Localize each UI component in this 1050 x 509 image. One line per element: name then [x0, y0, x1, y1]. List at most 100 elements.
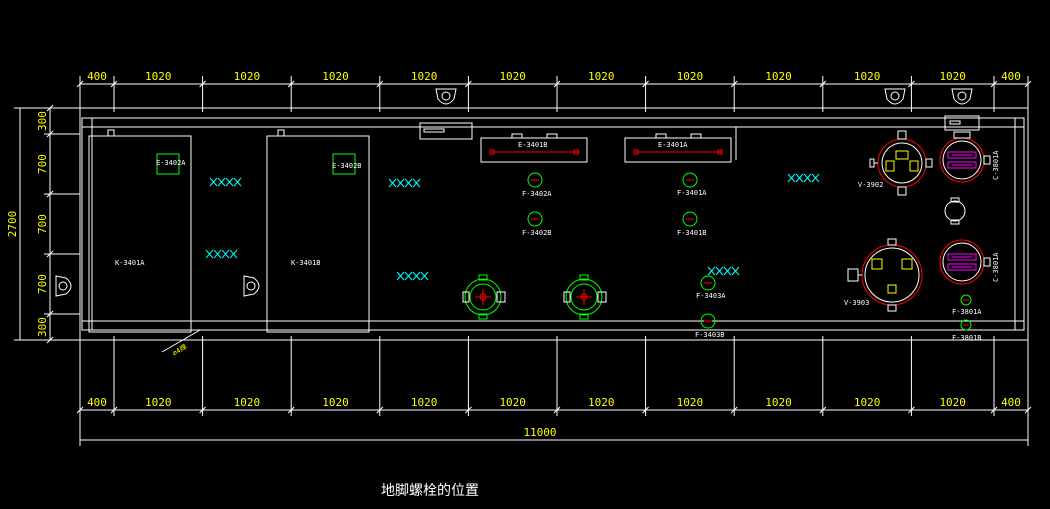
bottom-dim-slash [642, 406, 649, 414]
top-dim-slash [76, 80, 84, 88]
anchor-bolt-mark [396, 178, 405, 188]
top-dim-label: 1020 [411, 70, 438, 83]
left-dim-slash [46, 130, 54, 138]
anchor-bolt-mark [233, 177, 242, 187]
filter-f3401a: F-3401A [677, 172, 707, 197]
top-dim-slash [819, 80, 827, 88]
drawing-caption: 地脚螺栓的位置 [381, 483, 479, 499]
anchor-bolt-mark [388, 178, 397, 188]
anchor-bolt-mark [213, 249, 222, 259]
left-dim-slash [46, 336, 54, 344]
left-dim-label: 300 [36, 111, 49, 131]
column-c3801a: C-3801A [939, 115, 1000, 183]
filter-f3402b: F-3402B [522, 211, 552, 237]
anchor-bolt-mark [723, 266, 732, 276]
bottom-dim-slash [730, 406, 738, 414]
weld-label: ∅4焊 [171, 342, 189, 358]
junction-box [419, 122, 473, 140]
tag-c3801b: C-3801A [992, 252, 1000, 282]
left-dim-slash [46, 250, 54, 258]
compressor-k3401a: E-3402A K-3401A [88, 129, 192, 333]
top-dim-slash [376, 80, 384, 88]
bottom-dim-label: 1020 [854, 396, 881, 409]
top-dim-slash [465, 80, 472, 88]
overall-width-dimension: 11000 [79, 410, 1029, 446]
anchor-bolt-mark [787, 173, 796, 183]
filter-f3801b: F-3801B [952, 319, 982, 342]
tag-e3402b: E-3402B [332, 162, 362, 170]
anchor-bolt-mark [803, 173, 812, 183]
left-dim-label: 700 [36, 154, 49, 174]
bottom-dim-slash [199, 406, 206, 414]
anchor-bolt-mark [404, 271, 413, 281]
bottom-dim-slash [553, 406, 561, 414]
top-dim-label: 1020 [765, 70, 792, 83]
overall-width-label: 11000 [523, 426, 556, 439]
instrument-between-columns [944, 197, 966, 225]
lifting-lug-top-3 [951, 88, 973, 105]
lifting-lug-mid [243, 275, 260, 297]
left-dim-slash [46, 104, 54, 112]
left-dim-label: 300 [36, 317, 49, 337]
anchor-bolt-marks [205, 173, 820, 281]
bottom-dim-label: 1020 [765, 396, 792, 409]
lifting-lug-top-1 [435, 88, 457, 105]
tag-v3903: V-3903 [844, 299, 869, 307]
weld-annotation: ∅4焊 [161, 329, 201, 358]
bottom-dim-label: 1020 [411, 396, 438, 409]
bottom-dim-slash [287, 406, 295, 414]
anchor-bolt-mark [225, 177, 234, 187]
filter-f3401b: F-3401B [677, 211, 707, 237]
anchor-bolt-mark [404, 178, 413, 188]
bottom-dim-slash [908, 406, 915, 414]
anchor-bolt-mark [420, 271, 429, 281]
anchor-bolt-mark [412, 271, 421, 281]
top-dim-slash [1024, 80, 1032, 88]
lifting-lug-top-2 [884, 88, 906, 105]
top-dim-label: 400 [87, 70, 107, 83]
tag-f3403a: F-3403A [696, 292, 726, 300]
top-dim-slash [110, 80, 118, 88]
tag-f3801b: F-3801B [952, 334, 982, 342]
lifting-lug-left [55, 275, 72, 297]
anchor-bolt-mark [707, 266, 716, 276]
pump-1 [462, 274, 506, 320]
anchor-bolt-mark [811, 173, 820, 183]
bottom-dim-label: 400 [1001, 396, 1021, 409]
left-dim-label: 700 [36, 214, 49, 234]
top-dim-label: 1020 [677, 70, 704, 83]
bottom-dim-slash [819, 406, 827, 414]
vessel-v3902: V-3902 [858, 130, 933, 196]
left-dim-slash [46, 190, 54, 198]
tag-e3401b: E-3401B [518, 141, 548, 149]
exchanger-e3401b: E-3401B [480, 133, 588, 163]
top-dim-label: 1020 [588, 70, 615, 83]
bottom-dim-label: 400 [87, 396, 107, 409]
anchor-bolt-mark [412, 178, 421, 188]
anchor-bolt-mark [221, 249, 230, 259]
top-dim-label: 1020 [939, 70, 966, 83]
filter-f3403a: F-3403A [696, 275, 726, 300]
top-dim-slash [199, 80, 206, 88]
pump-2 [563, 274, 607, 320]
exchanger-e3401a: E-3401A [624, 127, 737, 163]
bottom-dim-label: 1020 [939, 396, 966, 409]
top-dim-label: 400 [1001, 70, 1021, 83]
left-dim-label: 700 [36, 274, 49, 294]
filter-f3403b: F-3403B [695, 313, 725, 339]
bottom-dim-slash [990, 406, 998, 414]
tag-f3801a: F-3801A [952, 308, 982, 316]
anchor-bolt-mark [217, 177, 226, 187]
tag-c3801a: C-3801A [992, 150, 1000, 180]
tag-v3902: V-3902 [858, 181, 883, 189]
tag-f3401b: F-3401B [677, 229, 707, 237]
tag-f3402a: F-3402A [522, 190, 552, 198]
anchor-bolt-mark [795, 173, 804, 183]
top-dim-label: 1020 [499, 70, 526, 83]
tag-f3402b: F-3402B [522, 229, 552, 237]
anchor-bolt-mark [209, 177, 218, 187]
tag-e3401a: E-3401A [658, 141, 688, 149]
